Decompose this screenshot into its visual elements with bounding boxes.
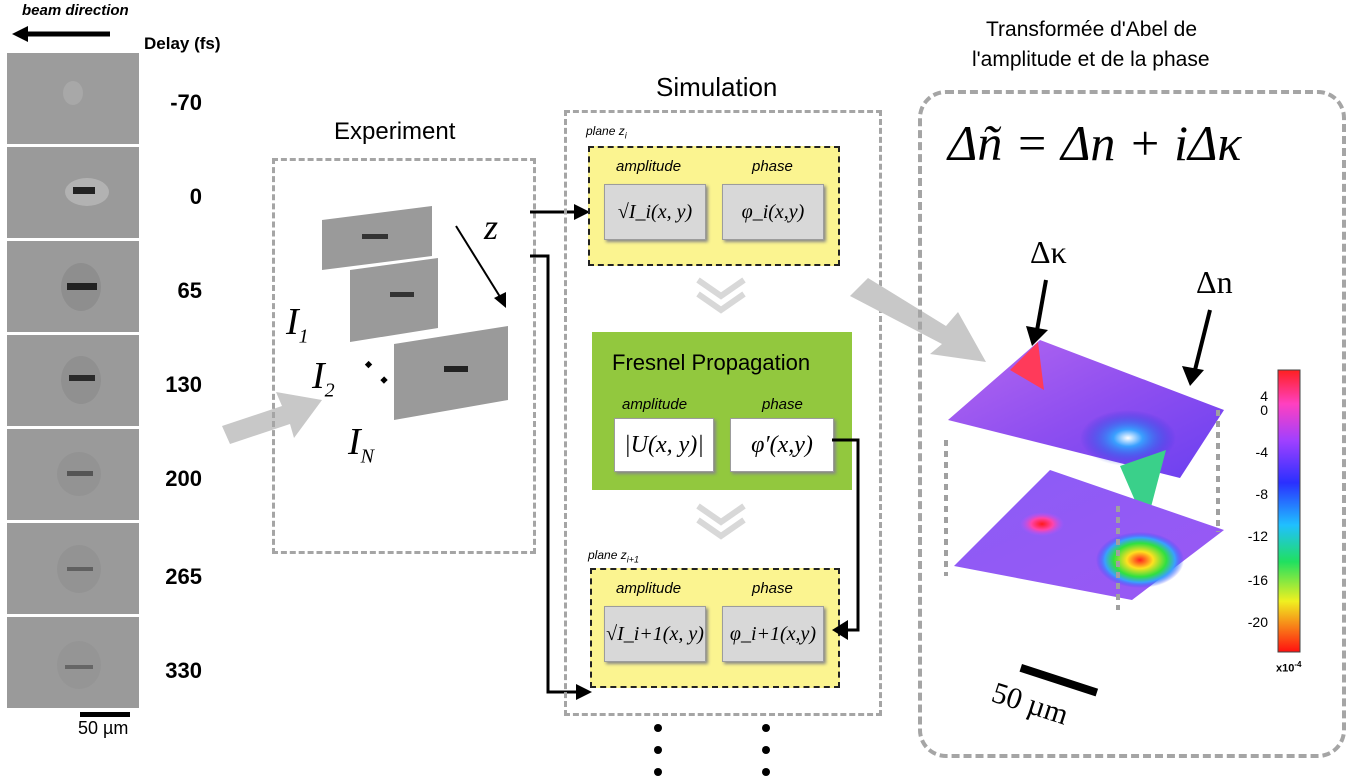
colorbar-tick: -12 [1247, 528, 1268, 544]
colorbar-tick: -20 [1247, 614, 1268, 630]
experiment-image-2 [350, 258, 438, 342]
colorbar-tick: 4 [1260, 388, 1268, 404]
delay-value: 265 [165, 564, 202, 589]
delay-frames-column [6, 52, 140, 709]
colorbar-tick: -16 [1247, 572, 1268, 588]
abel-title-line-1: Transformée d'Abel de [986, 18, 1198, 41]
delay-frame [6, 616, 140, 709]
chevron-down-icon [696, 503, 746, 540]
intensity-label-n: IN [348, 420, 374, 469]
z-label: z [484, 207, 499, 247]
bottom-amplitude-button[interactable]: √I_i+1(x, y) [604, 606, 706, 662]
colorbar [1277, 369, 1301, 653]
abel-box [918, 90, 1346, 758]
delay-value: 65 [177, 278, 202, 303]
simulation-box [564, 110, 882, 716]
z-arrow-icon [455, 225, 506, 308]
fresnel-title: Fresnel Propagation [612, 350, 811, 375]
colorbar-unit-exp: -4 [1294, 660, 1302, 669]
continuation-dots [654, 724, 770, 776]
colorbar-unit: x10-4 [1276, 660, 1301, 675]
delta-n-label: Δn [1196, 264, 1233, 300]
delay-value: 330 [165, 658, 202, 683]
experiment-box [272, 158, 536, 554]
delay-value: 0 [189, 184, 202, 209]
plane-top-label-sub: i [624, 130, 627, 141]
feedback-arrow-icon [832, 438, 860, 640]
colorbar-tick: -4 [1255, 444, 1268, 460]
top-amplitude-label: amplitude [616, 158, 682, 175]
plane-top-label: plane zi [586, 124, 627, 140]
plane-top-label-main: plane z [586, 124, 625, 138]
plane-bottom-label-sub: i+1 [626, 554, 639, 565]
left-scale-bar-line [80, 712, 130, 717]
fresnel-phase-label: phase [762, 396, 803, 413]
delay-value: -70 [170, 90, 202, 115]
left-scale-bar-label: 50 µm [78, 718, 129, 738]
delta-n-arrow-icon [1182, 309, 1212, 386]
plane-bottom-label-main: plane z [588, 548, 627, 562]
delay-frame [6, 334, 140, 427]
delay-frame [6, 522, 140, 615]
chevron-down-icon [696, 277, 746, 314]
bottom-phase-label: phase [752, 580, 793, 597]
intensity-label-2-main: I [312, 355, 325, 397]
experiment-image-3 [394, 326, 508, 420]
fresnel-amplitude-label: amplitude [622, 396, 688, 413]
delay-header: Delay (fs) [144, 34, 221, 53]
delay-frame [6, 146, 140, 239]
bottom-amplitude-label: amplitude [616, 580, 682, 597]
beam-direction-arrow-icon [12, 26, 110, 42]
colorbar-unit-base: x10 [1276, 662, 1295, 675]
delay-frame [6, 240, 140, 333]
bottom-phase-button[interactable]: φ_i+1(x,y) [722, 606, 824, 662]
fresnel-amplitude-button[interactable]: |U(x, y)| [614, 418, 714, 472]
intensity-label-n-sub: N [360, 445, 374, 468]
intensity-label-n-main: I [348, 421, 361, 463]
delay-frame [6, 52, 140, 145]
intensity-label-1-main: I [286, 301, 299, 343]
fresnel-phase-button[interactable]: φ′(x,y) [730, 418, 834, 472]
abel-surface-plot [944, 340, 1224, 610]
beam-direction-label: beam direction [22, 2, 129, 19]
simulation-title: Simulation [656, 72, 778, 102]
intensity-label-2-sub: 2 [324, 379, 335, 402]
experiment-image-1 [322, 206, 432, 270]
abel-title-line-2: l'amplitude et de la phase [972, 48, 1210, 71]
delay-value: 130 [165, 372, 202, 397]
top-phase-label: phase [752, 158, 793, 175]
plane-bottom-label: plane zi+1 [588, 548, 639, 564]
top-amplitude-button[interactable]: √I_i(x, y) [604, 184, 706, 240]
colorbar-tick: -8 [1255, 486, 1268, 502]
delta-kappa-label: Δκ [1030, 234, 1067, 270]
delay-frame [6, 428, 140, 521]
intensity-label-1-sub: 1 [298, 325, 309, 348]
intensity-label-1: I1 [286, 300, 309, 349]
index-equation: Δñ = Δn + iΔκ [948, 115, 1242, 171]
experiment-to-simulation-arrows [530, 204, 592, 700]
experiment-title: Experiment [334, 118, 456, 145]
top-phase-button[interactable]: φ_i(x,y) [722, 184, 824, 240]
intensity-label-2: I2 [312, 354, 335, 403]
delay-value: 200 [165, 466, 202, 491]
delta-kappa-arrow-icon [1026, 279, 1048, 346]
colorbar-tick: 0 [1260, 402, 1268, 418]
